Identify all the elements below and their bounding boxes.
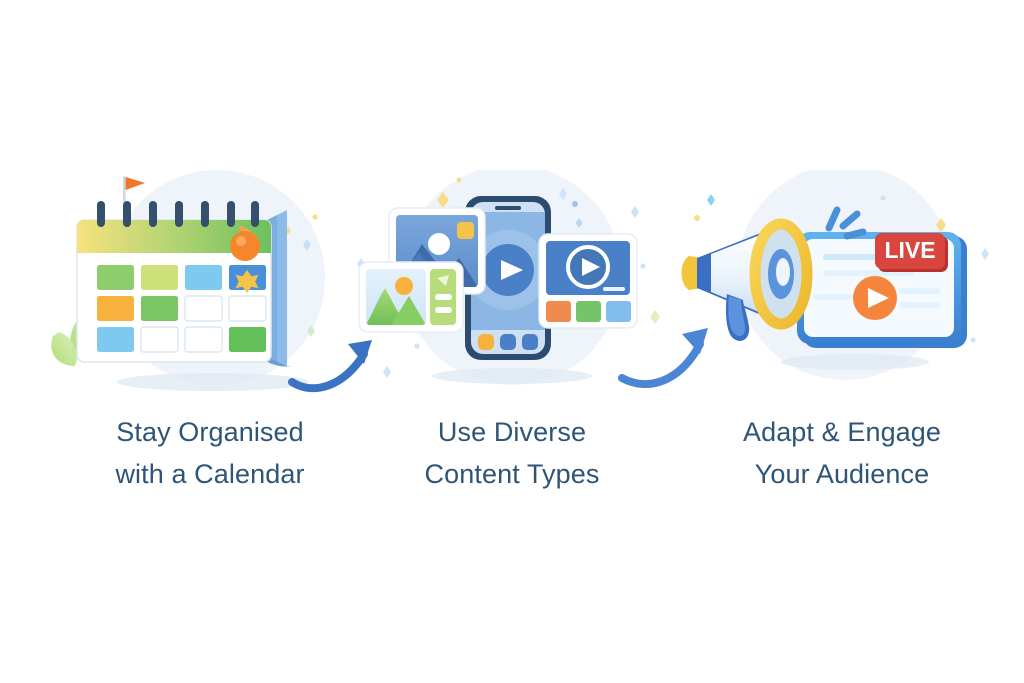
flag-icon [123, 176, 145, 202]
star-icon [235, 270, 259, 293]
content-types-illustration [347, 170, 677, 400]
megaphone-icon [681, 218, 813, 341]
calendar-rings [97, 201, 259, 227]
content-line [899, 302, 941, 308]
sound-waves [825, 206, 867, 240]
dock-icon-2 [500, 334, 516, 350]
step-caption: Stay Organised with a Calendar [115, 417, 305, 489]
play-triangle-icon [582, 258, 600, 276]
play-triangle-icon [501, 260, 523, 280]
calendar-shadow [117, 373, 309, 391]
phone-shadow [432, 368, 592, 384]
step-adapt-and-engage: LIVE [677, 170, 1007, 500]
content-line [813, 294, 853, 300]
card-shadow [781, 354, 929, 370]
megaphone-live-illustration: LIVE [677, 170, 1007, 400]
step-stay-organised: Stay Organised with a Calendar [45, 170, 375, 500]
sparkle-decorations [694, 194, 989, 343]
swatch-1 [546, 301, 571, 322]
swatch-3 [606, 301, 631, 322]
live-badge-label: LIVE [884, 237, 935, 263]
phone-mockup [465, 196, 551, 360]
arrow-step1-to-step2 [288, 318, 408, 398]
live-badge: LIVE [875, 233, 948, 272]
calendar-illustration [45, 170, 375, 400]
content-line [899, 288, 941, 294]
swatch-2 [576, 301, 601, 322]
dock-icon-1 [478, 334, 494, 350]
pin-marker [230, 226, 260, 261]
play-triangle-icon [868, 288, 889, 308]
dock-icon-3 [522, 334, 538, 350]
calendar-grid [97, 265, 267, 353]
video-card [538, 233, 638, 329]
calendar-header-band [77, 220, 271, 253]
step-use-diverse-content-types: Use Diverse Content Types [347, 170, 677, 500]
arrow-step2-to-step3 [618, 306, 738, 398]
step-caption: Adapt & Engage Your Audience [742, 417, 942, 489]
step-caption: Use Diverse Content Types [424, 417, 600, 489]
gallery-card [358, 261, 464, 333]
